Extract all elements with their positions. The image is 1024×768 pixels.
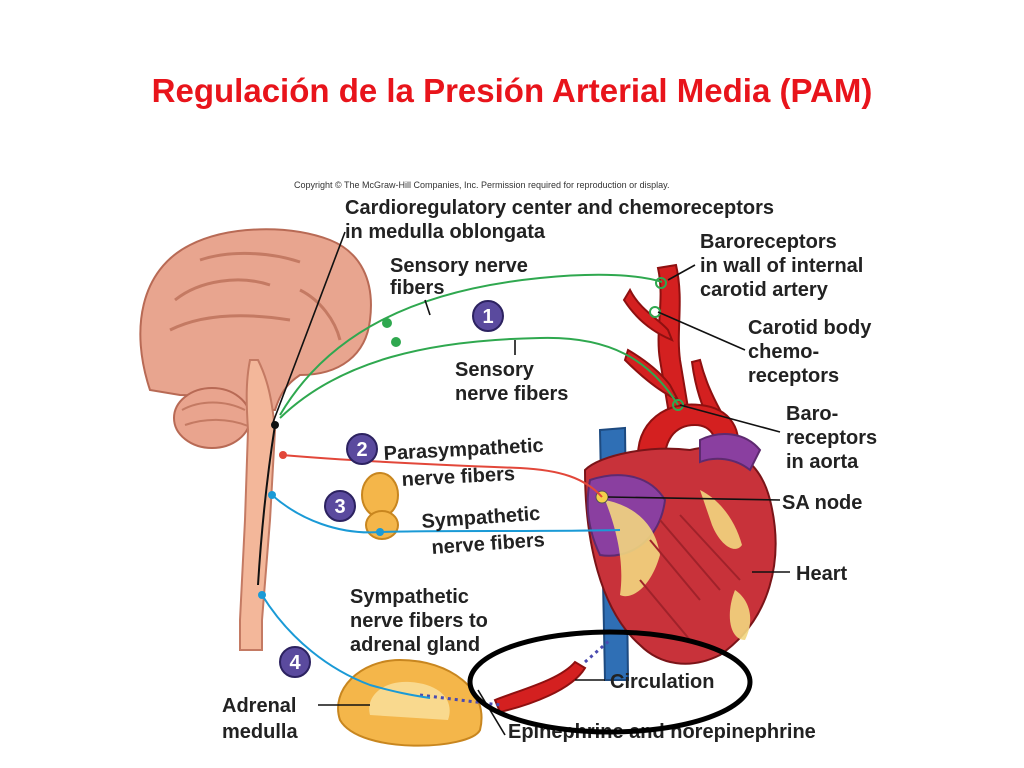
label-baro-carotid-line1: Baroreceptors	[700, 231, 837, 253]
label-sym-adrenal-line3: adrenal gland	[350, 634, 480, 656]
label-sym-line2: nerve fibers	[431, 529, 546, 559]
svg-text:2: 2	[356, 439, 367, 461]
step-badge-4: 4	[280, 647, 310, 677]
label-sensory-top-line2: fibers	[390, 277, 444, 299]
label-sym-line1: Sympathetic	[421, 503, 541, 533]
sympathetic-adrenal-dot	[258, 591, 266, 599]
label-sensory-mid-line1: Sensory	[455, 359, 535, 381]
label-sym-adrenal-line2: nerve fibers to	[350, 610, 488, 632]
label-baro-carotid-line2: in wall of internal	[700, 255, 863, 277]
label-baro-aorta-line2: receptors	[786, 427, 877, 449]
label-cardio-line2: in medulla oblongata	[345, 221, 546, 243]
label-sym-adrenal-line1: Sympathetic	[350, 586, 469, 608]
label-cardio-line1: Cardioregulatory center and chemorecepto…	[345, 197, 774, 219]
svg-text:4: 4	[289, 652, 301, 674]
label-circulation: Circulation	[610, 671, 714, 693]
step-badge-3: 3	[325, 491, 355, 521]
parasympathetic-dot	[279, 451, 287, 459]
label-baro-aorta-line1: Baro-	[786, 403, 838, 425]
sympathetic-dot-ganglion	[376, 528, 384, 536]
label-sa-node: SA node	[782, 492, 862, 514]
label-adrenal-line2: medulla	[222, 721, 298, 743]
label-sensory-mid-line2: nerve fibers	[455, 383, 568, 405]
copyright-text: Copyright © The McGraw-Hill Companies, I…	[294, 180, 669, 190]
step-badge-2: 2	[347, 434, 377, 464]
label-parasym-line2: nerve fibers	[401, 463, 515, 491]
label-adrenal-line1: Adrenal	[222, 695, 296, 717]
label-carotid-body-line3: receptors	[748, 365, 839, 387]
label-heart: Heart	[796, 563, 847, 585]
label-sensory-top-line1: Sensory nerve	[390, 255, 528, 277]
label-epinephrine: Epinephrine and norepinephrine	[508, 721, 816, 743]
svg-text:1: 1	[482, 306, 493, 328]
svg-text:3: 3	[334, 496, 345, 518]
sympathetic-dot	[268, 491, 276, 499]
circulation-vessel	[495, 662, 585, 712]
label-parasym-line1: Parasympathetic	[383, 435, 544, 465]
label-baro-aorta-line3: in aorta	[786, 451, 859, 473]
step-badge-1: 1	[473, 301, 503, 331]
label-carotid-body-line1: Carotid body	[748, 317, 872, 339]
label-baro-carotid-line3: carotid artery	[700, 279, 829, 301]
label-carotid-body-line2: chemo-	[748, 341, 819, 363]
brain-illustration	[140, 229, 371, 650]
adrenal-medulla-illustration	[338, 660, 481, 746]
